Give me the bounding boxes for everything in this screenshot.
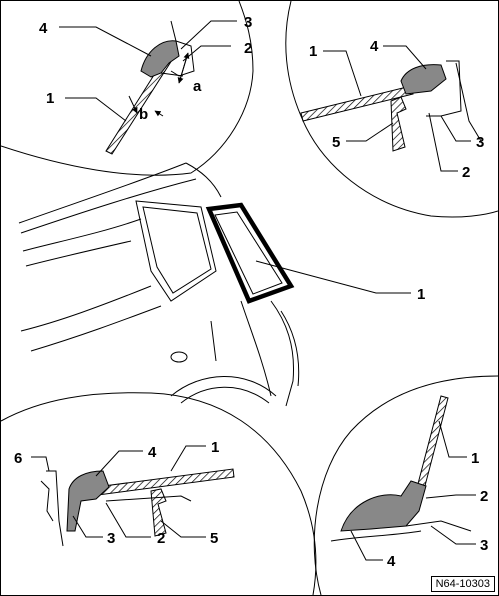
callout-2: 2	[462, 164, 470, 181]
callout-1: 1	[46, 90, 54, 107]
callout-1: 1	[309, 43, 317, 60]
detail-bottom-right: 1 2 3 4	[330, 395, 488, 570]
rear-quarter-window	[205, 202, 295, 304]
detail-circle-top-right	[285, 1, 498, 218]
detail-top-right: 1 4 5 3 2	[300, 38, 484, 181]
callout-a: a	[193, 78, 202, 95]
reference-code: N64-10303	[430, 576, 495, 592]
callout-3: 3	[480, 537, 488, 554]
seal-profile	[140, 40, 180, 78]
callout-4: 4	[148, 444, 157, 461]
callout-2: 2	[480, 488, 488, 505]
callout-5: 5	[332, 134, 340, 151]
callout-3: 3	[476, 134, 484, 151]
vehicle-rear-view	[18, 162, 300, 407]
detail-circle-bottom-right	[313, 375, 498, 595]
callout-3: 3	[244, 14, 252, 31]
callout-main-1: 1	[417, 286, 425, 303]
callout-2: 2	[244, 40, 252, 57]
detail-bottom-left: 6 4 1 3 2 5	[14, 439, 235, 547]
callout-4: 4	[387, 553, 396, 570]
callout-2: 2	[157, 530, 165, 547]
callout-b: b	[139, 106, 148, 123]
detail-top-left: 4 3 2 a 1 b	[39, 14, 252, 155]
detail-circle-top-left	[1, 1, 254, 176]
callout-5: 5	[210, 530, 218, 547]
callout-1: 1	[471, 450, 479, 467]
detail-circle-bottom-left	[1, 392, 317, 595]
callout-4: 4	[39, 20, 48, 37]
callout-4: 4	[370, 38, 379, 55]
callout-3: 3	[107, 530, 115, 547]
callout-6: 6	[14, 450, 22, 467]
callout-1: 1	[211, 439, 219, 456]
